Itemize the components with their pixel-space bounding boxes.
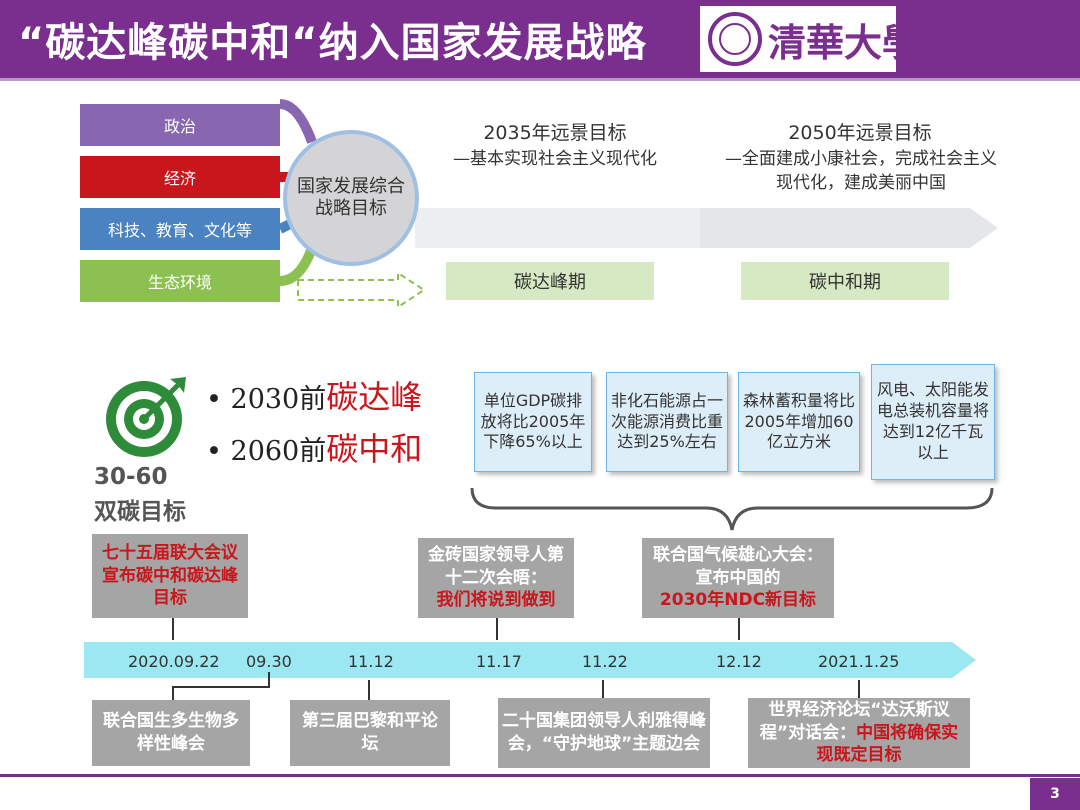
logo-text: 清華大學 bbox=[768, 20, 921, 65]
dashed-arrow-icon bbox=[297, 271, 426, 309]
tick-0930-drop bbox=[172, 686, 174, 702]
event-text: 联合国气候雄心大会：宣布中国的 bbox=[653, 544, 823, 588]
goal-2050-subtitle: —全面建成小康社会，完成社会主义现代化，建成美丽中国 bbox=[725, 149, 997, 193]
header-divider bbox=[0, 78, 1080, 81]
event-text: 金砖国家领导人第十二次会晤： bbox=[428, 544, 564, 588]
event-un-general-assembly: 七十五届联大会议宣布碳中和碳达峰目标 bbox=[92, 534, 248, 618]
tick-1212 bbox=[738, 616, 740, 640]
category-ecology: 生态环境 bbox=[80, 260, 280, 302]
target-icon bbox=[106, 377, 186, 457]
bullet-peak-emph: 碳达峰 bbox=[326, 378, 423, 416]
bullet-neutral: • 2060前碳中和 bbox=[206, 424, 422, 470]
tick-0125 bbox=[858, 680, 860, 700]
date-label: 2020.09.22 bbox=[128, 652, 220, 671]
target-box-forest: 森林蓄积量将比2005年增加60亿立方米 bbox=[738, 372, 860, 472]
category-politics: 政治 bbox=[80, 104, 280, 146]
tick-0922 bbox=[172, 616, 174, 640]
date-label: 09.30 bbox=[246, 652, 292, 671]
goal-2035-title: 2035年远景目标 bbox=[483, 122, 627, 144]
connector-politics bbox=[279, 99, 317, 144]
date-label: 12.12 bbox=[716, 652, 762, 671]
bullet-dot: • bbox=[206, 436, 231, 467]
page-number: 3 bbox=[1030, 778, 1080, 810]
seal-inner-icon bbox=[719, 23, 751, 55]
period-peak: 碳达峰期 bbox=[446, 262, 654, 300]
timeline-arrow bbox=[84, 642, 976, 678]
target-label-numbers: 30-60 bbox=[94, 464, 168, 490]
event-davos-agenda: 世界经济论坛“达沃斯议程”对话会：中国将确保实现既定目标 bbox=[748, 698, 970, 768]
date-label: 11.22 bbox=[582, 652, 628, 671]
date-label: 11.17 bbox=[476, 652, 522, 671]
date-label: 2021.1.25 bbox=[818, 652, 900, 671]
event-g20-summit: 二十国集团领导人利雅得峰会，“守护地球”主题边会 bbox=[498, 698, 710, 768]
target-label-text: 双碳目标 bbox=[94, 499, 186, 525]
tick-1112 bbox=[368, 680, 370, 700]
connector-0930 bbox=[172, 686, 270, 688]
bullet-neutral-emph: 碳中和 bbox=[326, 430, 423, 468]
target-box-wind-solar: 风电、太阳能发电总装机容量将达到12亿千瓦以上 bbox=[871, 364, 995, 480]
category-science-education-culture: 科技、教育、文化等 bbox=[80, 208, 280, 250]
goal-2050-title: 2050年远景目标 bbox=[788, 122, 932, 144]
tick-1117 bbox=[496, 616, 498, 640]
footer-divider bbox=[0, 774, 1080, 777]
goal-2035-subtitle: —基本实现社会主义现代化 bbox=[453, 149, 657, 169]
arrow-right-icon bbox=[415, 208, 722, 248]
event-emph: 中国将确保实现既定目标 bbox=[816, 722, 959, 766]
tick-0930 bbox=[268, 672, 270, 688]
target-box-gdp: 单位GDP碳排放将比2005年下降65%以上 bbox=[474, 372, 592, 472]
bullet-peak: • 2030前碳达峰 bbox=[206, 372, 422, 418]
date-label: 11.12 bbox=[348, 652, 394, 671]
bullet-neutral-prefix: 2060前 bbox=[230, 436, 327, 467]
event-emph: 2030年NDC新目标 bbox=[659, 590, 817, 611]
category-economy: 经济 bbox=[80, 156, 280, 198]
page-title: “碳达峰碳中和“纳入国家发展战略 bbox=[18, 20, 647, 66]
tick-1122 bbox=[602, 680, 604, 700]
header-bar bbox=[0, 0, 1080, 78]
event-paris-peace-forum: 第三届巴黎和平论坛 bbox=[290, 700, 450, 766]
bullet-peak-prefix: 2030前 bbox=[230, 384, 327, 415]
seal-icon bbox=[708, 12, 762, 66]
event-text: 世界经济论坛“达沃斯议程”对话会： bbox=[759, 699, 950, 743]
period-neutral: 碳中和期 bbox=[741, 262, 949, 300]
strategy-goal-circle: 国家发展综合战略目标 bbox=[283, 130, 419, 266]
target-box-nonfossil: 非化石能源占一次能源消费比重达到25%左右 bbox=[606, 372, 728, 472]
event-brics-summit: 金砖国家领导人第十二次会晤：我们将说到做到 bbox=[418, 538, 574, 618]
event-emph: 我们将说到做到 bbox=[436, 590, 556, 611]
bullet-dot: • bbox=[206, 384, 231, 415]
event-text: 七十五届联大会议宣布碳中和碳达峰目标 bbox=[102, 542, 238, 609]
arrow-right-icon bbox=[700, 208, 998, 248]
brace-icon bbox=[470, 487, 994, 531]
event-biodiversity-summit: 联合国生多生物多样性峰会 bbox=[92, 700, 250, 766]
connector-eco bbox=[279, 246, 317, 286]
